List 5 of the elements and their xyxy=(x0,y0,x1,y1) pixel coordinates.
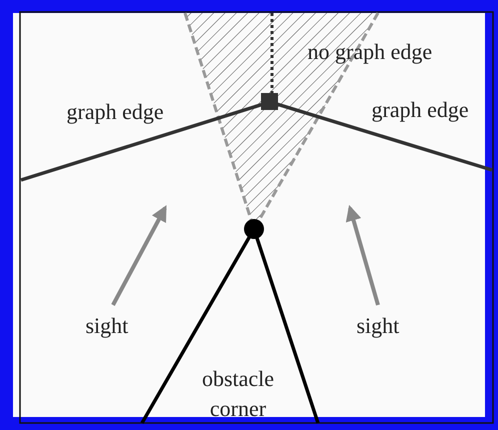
diagram-label: sight xyxy=(86,312,128,340)
diagram-label: sight xyxy=(356,312,400,340)
diagram-label: graph edge xyxy=(372,96,469,124)
diagram-label: graph edge xyxy=(66,98,164,126)
diagram-label: obstacle corner xyxy=(200,365,276,423)
